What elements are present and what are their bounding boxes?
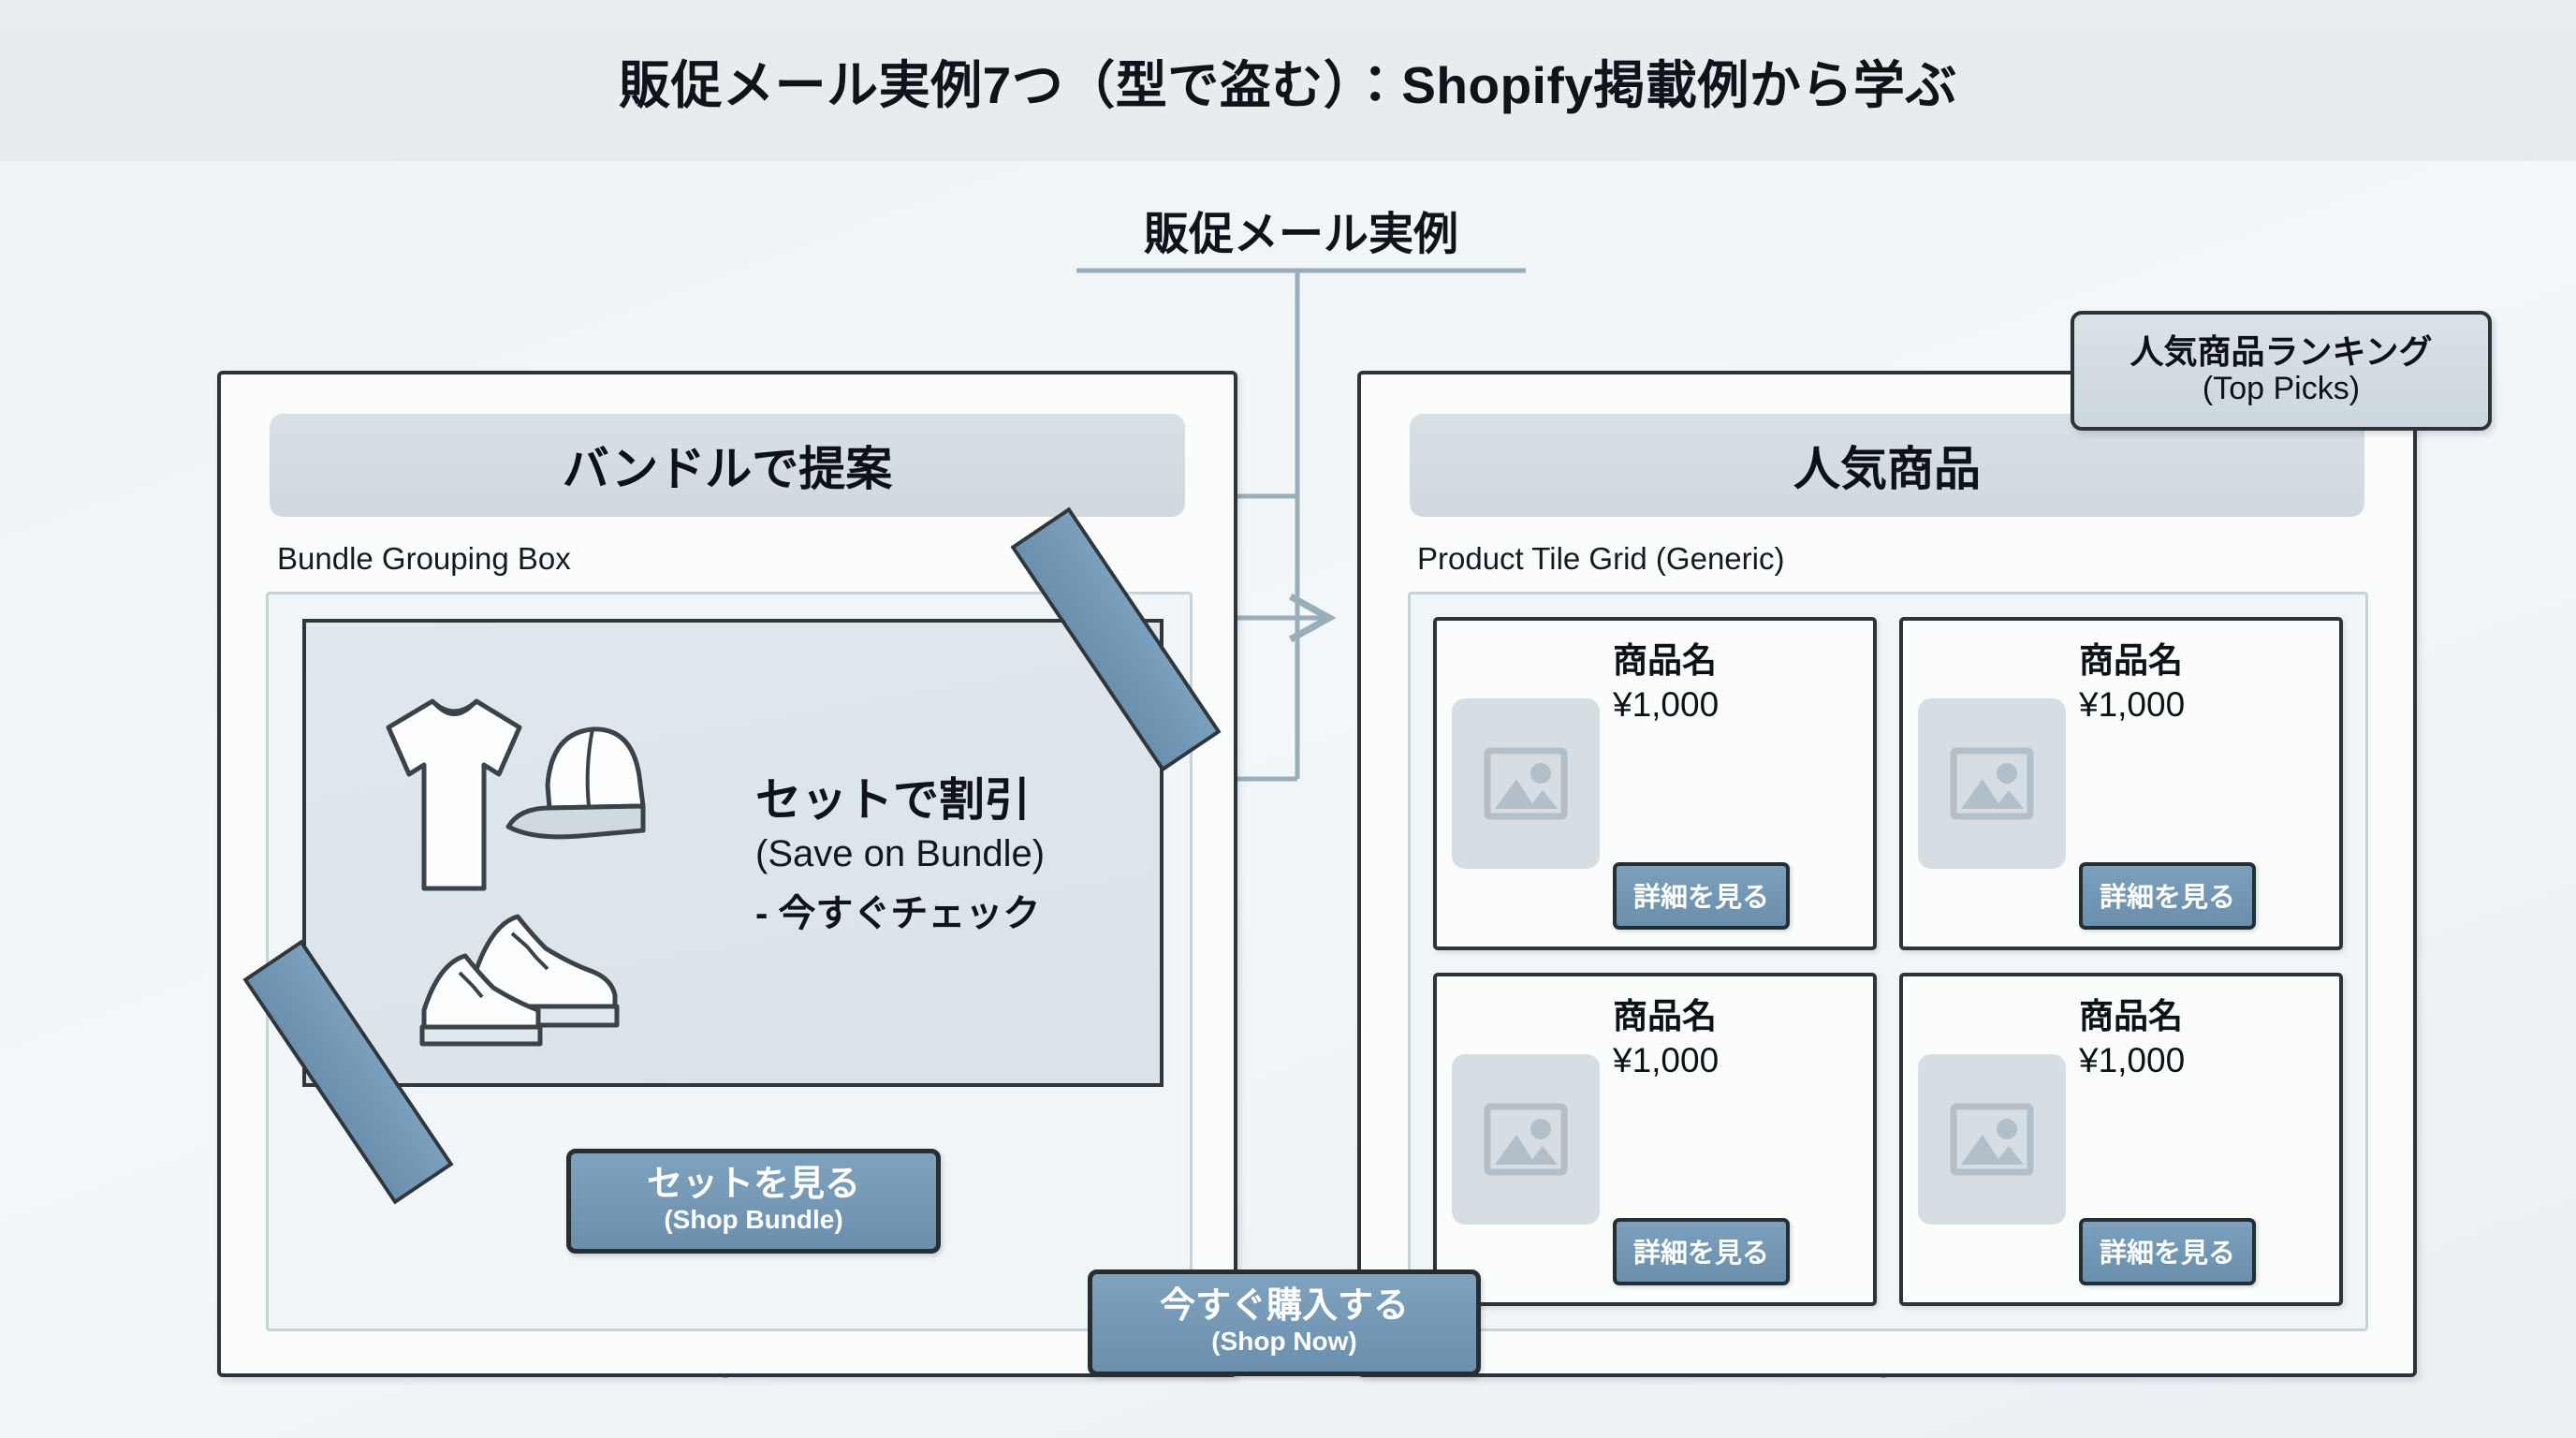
shop-now-button[interactable]: 今すぐ購入する (Shop Now) — [1088, 1269, 1481, 1376]
product-detail-button[interactable]: 詳細を見る — [1613, 862, 1791, 930]
cap-icon — [505, 726, 646, 840]
image-placeholder-icon — [1484, 747, 1568, 820]
product-info: 商品名 ¥1,000 詳細を見る — [1613, 638, 1858, 930]
product-info: 商品名 ¥1,000 詳細を見る — [2079, 638, 2324, 930]
bundle-hero-visual: セットで割引 (Save on Bundle) - 今すぐチェック — [242, 506, 1222, 1205]
shop-now-button-label-jp: 今すぐ購入する — [1159, 1286, 1409, 1327]
image-placeholder-icon — [1950, 1103, 2034, 1176]
panel-popular-header: 人気商品 — [1410, 414, 2364, 517]
bundle-hero-copy: セットで割引 (Save on Bundle) - 今すぐチェック — [755, 763, 1130, 937]
root-node: 販促メール実例 — [1039, 197, 1563, 262]
page-title: 販促メール実例7つ（型で盗む）：Shopify掲載例から学ぶ — [619, 56, 1957, 114]
bundle-headline-jp: セットで割引 — [755, 775, 1032, 826]
product-thumbnail — [1452, 1054, 1600, 1225]
panel-bundle-header: バンドルで提案 — [270, 414, 1185, 517]
product-info: 商品名 ¥1,000 詳細を見る — [2079, 993, 2324, 1285]
shop-bundle-button-label-en: (Shop Bundle) — [664, 1205, 843, 1235]
product-price: ¥1,000 — [1613, 684, 1720, 724]
callout-label-en: (Top Picks) — [2202, 371, 2361, 407]
product-tile[interactable]: 商品名 ¥1,000 詳細を見る — [1899, 973, 2343, 1306]
image-placeholder-icon — [1484, 1103, 1568, 1176]
product-detail-button[interactable]: 詳細を見る — [2079, 862, 2257, 930]
panel-popular-products[interactable]: 人気商品 Product Tile Grid (Generic) 商品名 ¥1,… — [1357, 371, 2417, 1377]
diagram-canvas: 販促メール実例 バンドルで提案 Bundle Grouping Box — [0, 161, 2576, 1438]
shop-now-button-label-en: (Shop Now) — [1211, 1327, 1357, 1357]
product-tile[interactable]: 商品名 ¥1,000 詳細を見る — [1433, 973, 1877, 1306]
bundle-headline-en: (Save on Bundle) — [755, 833, 1046, 874]
product-name: 商品名 — [2079, 997, 2183, 1035]
shop-bundle-button[interactable]: セットを見る (Shop Bundle) — [566, 1149, 941, 1254]
product-info: 商品名 ¥1,000 詳細を見る — [1613, 993, 1858, 1285]
product-tile-grid-label: Product Tile Grid (Generic) — [1417, 541, 1785, 576]
product-price: ¥1,000 — [1613, 1040, 1720, 1079]
bundle-subline-jp: - 今すぐチェック — [755, 893, 1041, 934]
root-node-label: 販促メール実例 — [1143, 210, 1458, 259]
bundle-grouping-box-label: Bundle Grouping Box — [277, 541, 571, 576]
tshirt-icon — [386, 698, 522, 891]
product-name: 商品名 — [1613, 641, 1717, 680]
bundle-grouping-box: セットで割引 (Save on Bundle) - 今すぐチェック セットを見る… — [242, 506, 1222, 1331]
product-thumbnail — [1918, 1054, 2066, 1225]
product-tile[interactable]: 商品名 ¥1,000 詳細を見る — [1899, 617, 2343, 950]
title-bar: 販促メール実例7つ（型で盗む）：Shopify掲載例から学ぶ — [0, 0, 2576, 161]
product-thumbnail — [1452, 698, 1600, 869]
product-price: ¥1,000 — [2079, 1040, 2186, 1079]
product-name: 商品名 — [2079, 641, 2183, 680]
product-detail-button[interactable]: 詳細を見る — [2079, 1218, 2257, 1285]
panel-popular-header-label: 人気商品 — [1793, 443, 1981, 495]
product-price: ¥1,000 — [2079, 684, 2186, 724]
callout-label-jp: 人気商品ランキング — [2130, 331, 2433, 371]
bundle-product-icons — [386, 698, 646, 1047]
product-thumbnail — [1918, 698, 2066, 869]
panel-bundle-header-label: バンドルで提案 — [562, 443, 893, 495]
product-tile[interactable]: 商品名 ¥1,000 詳細を見る — [1433, 617, 1877, 950]
image-placeholder-icon — [1950, 747, 2034, 820]
sneaker-icon — [419, 914, 620, 1047]
product-detail-button[interactable]: 詳細を見る — [1613, 1218, 1791, 1285]
ribbon-decoration-top-right — [1010, 506, 1222, 772]
product-tile-grid: 商品名 ¥1,000 詳細を見る 商品名 ¥1,000 詳細を — [1408, 592, 2368, 1331]
product-name: 商品名 — [1613, 997, 1717, 1035]
shop-bundle-button-label-jp: セットを見る — [646, 1165, 860, 1205]
panel-bundle[interactable]: バンドルで提案 Bundle Grouping Box — [217, 371, 1237, 1377]
callout-top-picks: 人気商品ランキング (Top Picks) — [2071, 311, 2492, 431]
